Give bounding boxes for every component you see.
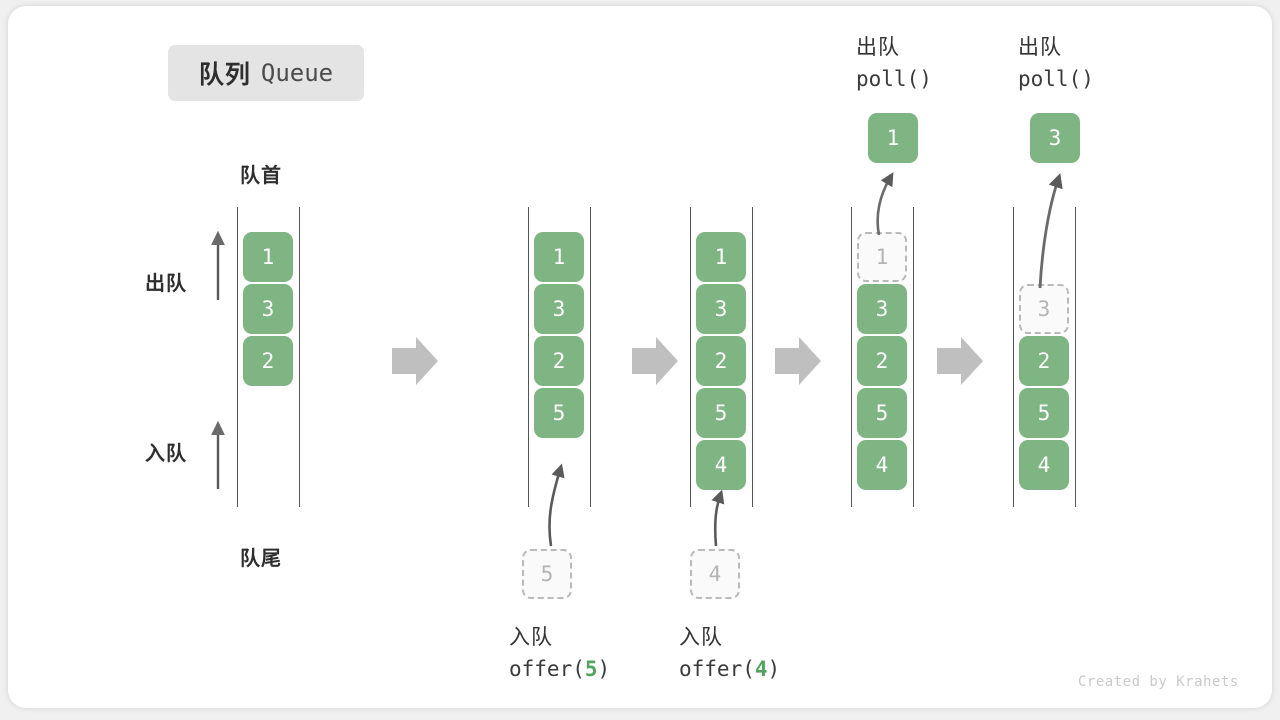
queue-rear-label: 队尾 — [240, 548, 282, 570]
enqueue-side-label: 入队 — [145, 443, 187, 465]
queue-cell: 3 — [534, 284, 584, 334]
queue-cell: 4 — [857, 440, 907, 490]
queue-cell: 3 — [857, 284, 907, 334]
offer-code-arg-0: 5 — [584, 657, 598, 681]
queue-rail-right — [913, 207, 914, 507]
poll-result-cell: 3 — [1030, 113, 1080, 163]
queue-cell: 5 — [696, 388, 746, 438]
poll-header-code-0: poll() — [856, 67, 932, 91]
queue-cell: 1 — [243, 232, 293, 282]
dequeue-side-label: 出队 — [145, 273, 187, 295]
queue-rail-right — [1075, 207, 1076, 507]
queue-cell: 3 — [243, 284, 293, 334]
page-title-cn: 队列 — [198, 61, 251, 89]
queue-cell: 5 — [857, 388, 907, 438]
offer-caption-cn-1: 入队 — [679, 626, 723, 649]
queue-cell-ghost: 3 — [1019, 284, 1069, 334]
offer-code-post-0: ) — [597, 657, 611, 681]
queue-rail-left — [690, 207, 691, 507]
poll-header-code-1: poll() — [1018, 67, 1094, 91]
offer-code-pre-0: offer( — [509, 657, 585, 681]
queue-rail-left — [237, 207, 238, 507]
queue-rail-right — [752, 207, 753, 507]
offer-code-pre-1: offer( — [679, 657, 755, 681]
offer-caption-cn-0: 入队 — [509, 626, 553, 649]
queue-cell: 2 — [534, 336, 584, 386]
queue-cell: 5 — [1019, 388, 1069, 438]
offer-input-ghost-cell: 5 — [522, 549, 572, 599]
queue-cell-ghost: 1 — [857, 232, 907, 282]
queue-cell: 1 — [696, 232, 746, 282]
queue-rail-right — [299, 207, 300, 507]
queue-cell: 4 — [696, 440, 746, 490]
watermark-credit: Created by Krahets — [1078, 674, 1239, 690]
queue-rail-left — [851, 207, 852, 507]
queue-rail-right — [590, 207, 591, 507]
queue-front-label: 队首 — [240, 165, 282, 187]
offer-code-post-1: ) — [767, 657, 781, 681]
queue-cell: 4 — [1019, 440, 1069, 490]
queue-rail-left — [1013, 207, 1014, 507]
offer-caption-code-1: offer(4) — [679, 657, 780, 681]
queue-cell: 1 — [534, 232, 584, 282]
diagram-card — [8, 6, 1272, 708]
page-title-en: Queue — [260, 59, 334, 87]
queue-cell: 2 — [1019, 336, 1069, 386]
poll-header-cn-0: 出队 — [856, 36, 900, 59]
poll-header-cn-1: 出队 — [1018, 36, 1062, 59]
queue-cell: 5 — [534, 388, 584, 438]
queue-cell: 2 — [243, 336, 293, 386]
offer-caption-code-0: offer(5) — [509, 657, 610, 681]
queue-cell: 3 — [696, 284, 746, 334]
diagram-title-chip: 队列 Queue — [168, 45, 364, 101]
offer-input-ghost-cell: 4 — [690, 549, 740, 599]
offer-code-arg-1: 4 — [754, 657, 768, 681]
poll-result-cell: 1 — [868, 113, 918, 163]
queue-cell: 2 — [857, 336, 907, 386]
queue-rail-left — [528, 207, 529, 507]
queue-cell: 2 — [696, 336, 746, 386]
